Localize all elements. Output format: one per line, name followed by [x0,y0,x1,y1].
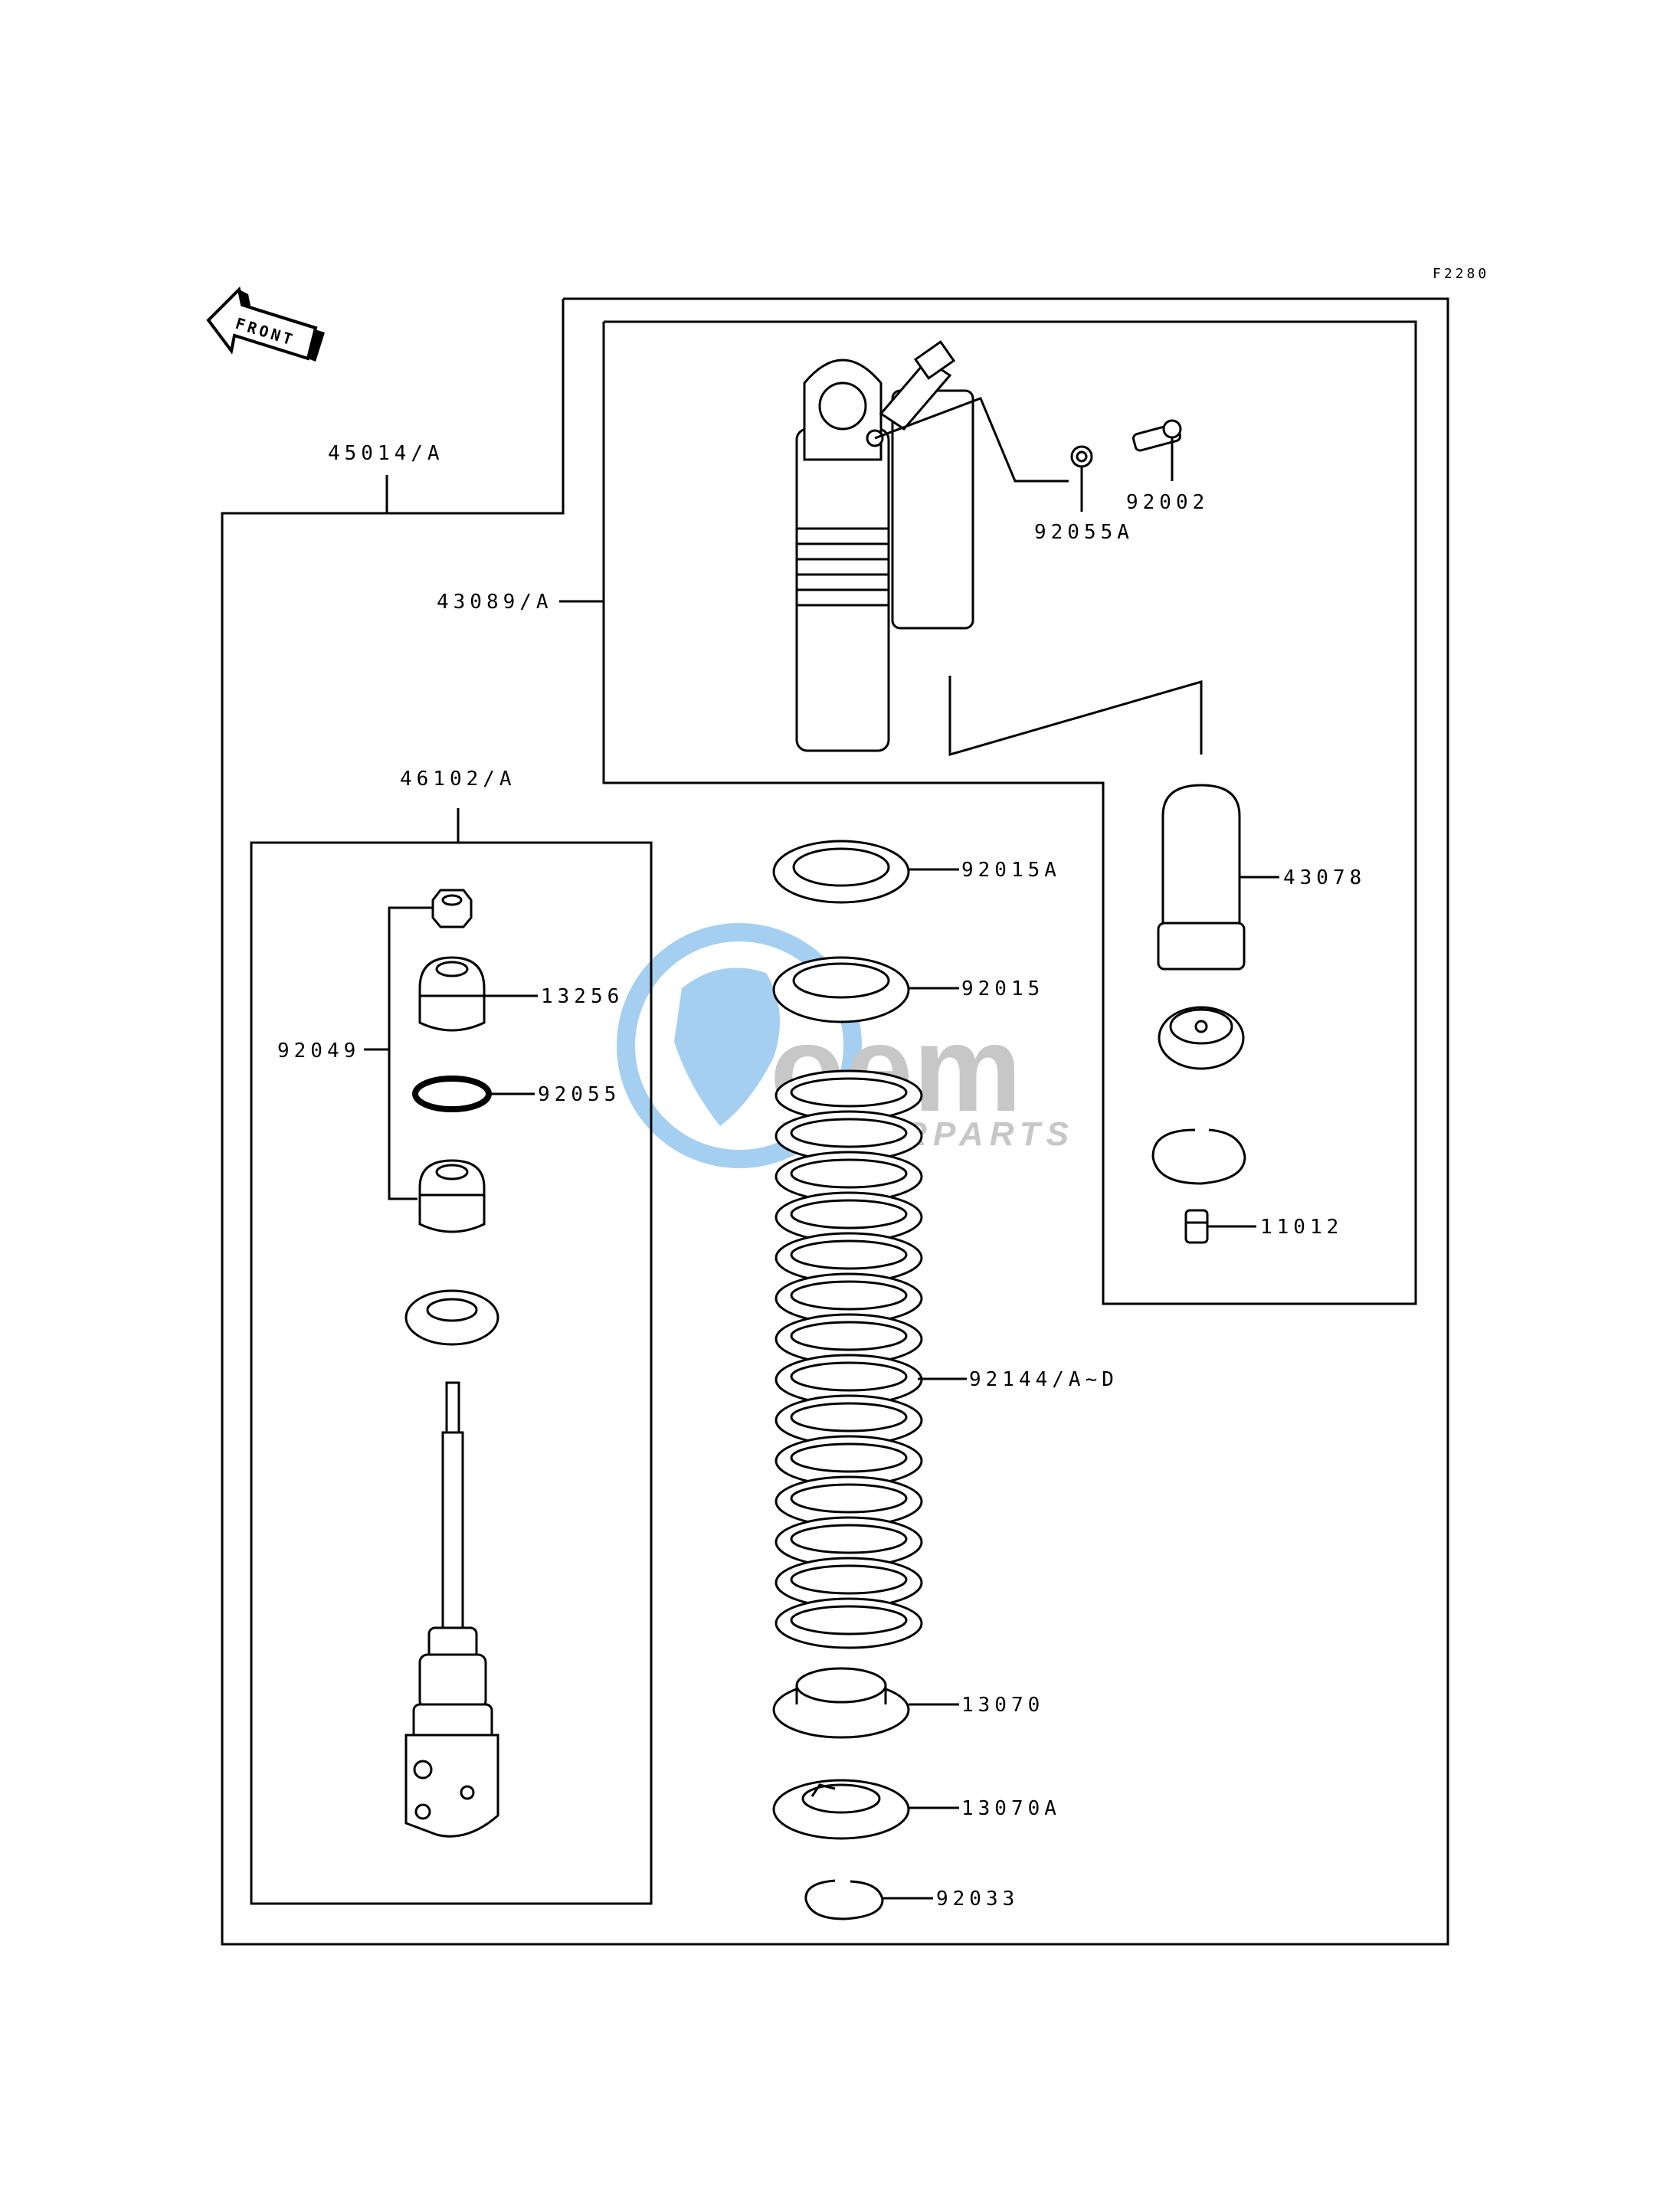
label-valve-set: 92049 [277,1040,360,1062]
circlip [804,1879,884,1920]
rod-nut [431,889,473,928]
label-spring: 92144/A~D [969,1368,1118,1391]
seal-head [418,1159,486,1233]
label-bladder: 43078 [1283,866,1366,889]
label-circlip: 92033 [936,1888,1019,1911]
label-valve-cap: 11012 [1260,1216,1343,1239]
rod-unit-frame [250,841,653,1905]
bump-rubber [418,956,486,1032]
o-ring [412,1076,492,1112]
spring-coil-inner [790,1524,908,1554]
label-bump-rubber: 13256 [541,985,624,1008]
spring-coil-inner [790,1118,908,1148]
front-arrow-icon: FRONT [206,286,325,362]
shock-body [795,340,974,752]
piston-seat [404,1289,499,1346]
spring-coil-inner [790,1239,908,1270]
spring-coil-inner [790,1442,908,1473]
spring-guide [772,1667,910,1739]
label-rod-unit: 46102/A [400,768,516,791]
label-shock-body: 43089/A [437,591,553,614]
label-spring-guide-a: 13070A [961,1797,1061,1820]
label-lock-nut: 92015 [961,977,1044,1000]
shock-body-frame [602,320,1417,1305]
lock-nut [772,956,910,1023]
spring-coil-inner [790,1402,908,1432]
piston-rod [404,1381,499,1838]
assembly-frame [221,297,1449,1946]
label-o-ring: 92055 [538,1083,621,1106]
spring-coil-inner [790,1564,908,1595]
o-ring-a [1070,445,1093,468]
spring-coil-inner [790,1321,908,1351]
bladder-circlip [1151,1128,1246,1185]
bladder [1157,784,1246,971]
label-nut: 92002 [1126,491,1209,514]
valve-cap [1184,1209,1209,1244]
spring-guide-a [772,1779,910,1840]
label-o-ring-a: 92055A [1034,521,1134,544]
spring [775,1069,923,1649]
label-spring-guide: 13070 [961,1694,1044,1717]
spring-coil-inner [790,1361,908,1392]
nut [1132,419,1182,452]
label-lock-nut-a: 92015A [961,859,1061,882]
figure-code: F2280 [1433,266,1489,282]
bladder-cap [1158,1006,1245,1070]
lock-nut-a [772,840,910,904]
spring-coil-inner [790,1199,908,1229]
spring-coil-inner [790,1077,908,1108]
spring-coil-inner [790,1280,908,1311]
spring-coil-inner [790,1605,908,1635]
label-shock-assembly: 45014/A [328,442,444,465]
spring-coil-inner [790,1483,908,1514]
spring-coil-inner [790,1158,908,1189]
